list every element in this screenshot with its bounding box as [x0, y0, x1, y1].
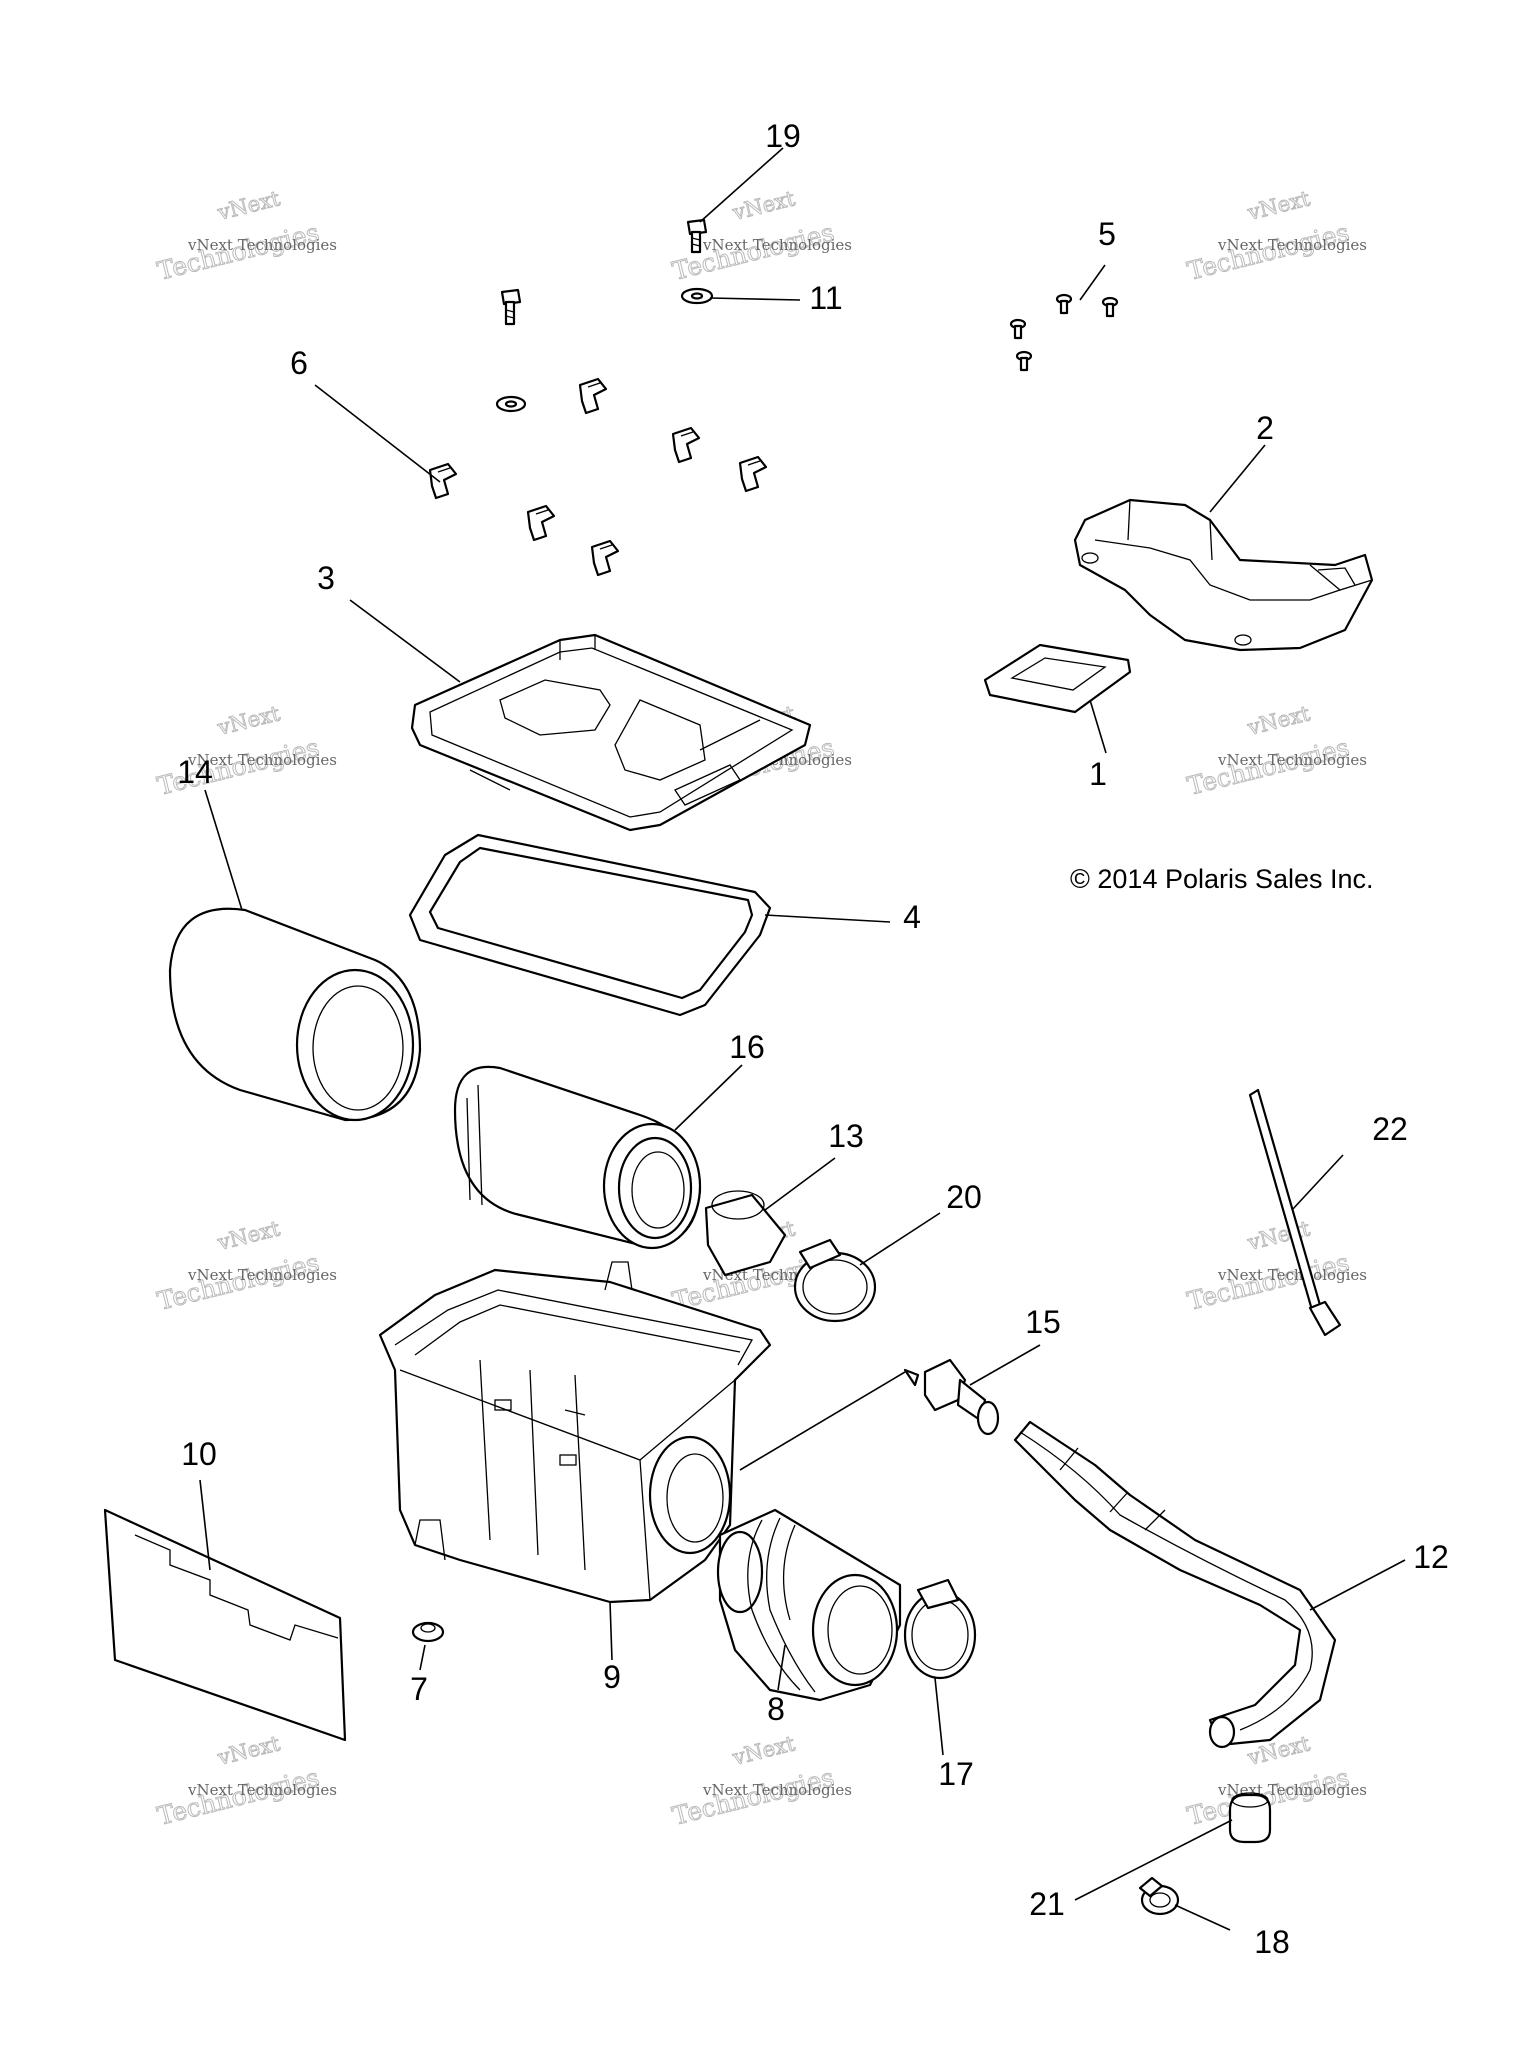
callout-13: 13 [828, 1118, 864, 1154]
part-11-washer [680, 287, 714, 305]
callout-5: 5 [1098, 216, 1116, 252]
svg-text:vNext Technologies: vNext Technologies [702, 236, 852, 254]
leader-7 [419, 1644, 426, 1671]
callout-7: 7 [410, 1671, 428, 1707]
leader-11 [709, 297, 801, 301]
leader-1 [1089, 699, 1107, 754]
part-3-airbox-lid [410, 633, 812, 832]
leader-22 [1291, 1154, 1344, 1211]
leader-5 [1079, 264, 1106, 301]
watermark: vNext Technologies vNext Technologies [154, 1731, 337, 1832]
callout-17: 17 [938, 1756, 974, 1792]
callout-15: 15 [1025, 1304, 1061, 1340]
leader-17 [934, 1677, 944, 1756]
callout-3: 3 [317, 560, 335, 596]
leader-3 [349, 599, 461, 683]
svg-text:vNext: vNext [1244, 186, 1312, 225]
leader-8 [777, 1644, 786, 1691]
watermark: vNext Technologies vNext Technologies [669, 1731, 852, 1832]
leader-14 [204, 789, 243, 911]
callout-20: 20 [946, 1179, 982, 1215]
part-12-drain-hose [1013, 1420, 1337, 1749]
part-8-intake-boot [716, 1508, 902, 1702]
part-9-airbox [378, 1261, 772, 1604]
callout-16: 16 [729, 1029, 765, 1065]
callout-8: 8 [767, 1691, 785, 1727]
copyright-text: © 2014 Polaris Sales Inc. [1070, 864, 1374, 894]
leader-10 [199, 1479, 211, 1571]
part-14-filter-sleeve [168, 907, 422, 1122]
leader-19 [699, 147, 784, 223]
part-10-panel [103, 1508, 347, 1742]
callout-4: 4 [903, 899, 921, 935]
callout-12: 12 [1413, 1539, 1449, 1575]
watermark: vNext Technologies vNext Technologies [154, 186, 337, 287]
svg-text:vNext: vNext [214, 701, 282, 740]
svg-text:vNext: vNext [729, 186, 797, 225]
part-19-screw [686, 218, 708, 254]
svg-text:vNext: vNext [214, 1731, 282, 1770]
svg-text:vNext: vNext [729, 1731, 797, 1770]
part-21-cap [1228, 1792, 1272, 1844]
part-7-drain-plug [411, 1621, 445, 1643]
leader-18 [1174, 1904, 1231, 1931]
callout-14: 14 [177, 754, 213, 790]
watermark: vNext Technologies vNext Technologies [1184, 186, 1367, 287]
svg-text:vNext Technologies: vNext Technologies [187, 751, 337, 769]
leader-12 [1309, 1559, 1406, 1611]
leader-9 [609, 1601, 613, 1661]
svg-text:vNext Technologies: vNext Technologies [187, 1781, 337, 1799]
svg-text:vNext: vNext [214, 1216, 282, 1255]
leader-16 [674, 1064, 743, 1131]
callout-2: 2 [1256, 410, 1274, 446]
part-20-hose-clamp [793, 1238, 877, 1323]
part-13-coupler [704, 1190, 787, 1277]
part-washer [495, 395, 527, 413]
part-screw [500, 288, 522, 326]
svg-text:vNext Technologies: vNext Technologies [1217, 751, 1367, 769]
part-17-clamp [903, 1578, 977, 1680]
svg-text:vNext Technologies: vNext Technologies [702, 1781, 852, 1799]
svg-text:vNext: vNext [1244, 701, 1312, 740]
part-4-seal [408, 833, 772, 1017]
leader-13 [764, 1157, 836, 1211]
callout-11: 11 [809, 280, 842, 316]
leader-2 [1209, 444, 1266, 513]
callout-18: 18 [1254, 1924, 1290, 1960]
svg-text:vNext Technologies: vNext Technologies [187, 236, 337, 254]
part-15-fitting [903, 1358, 1000, 1436]
leader-airbox-fitting [739, 1371, 906, 1471]
part-2-intake-duct [1073, 498, 1374, 652]
callout-6: 6 [290, 345, 308, 381]
callout-21: 21 [1029, 1886, 1065, 1922]
part-16-air-filter [453, 1065, 702, 1250]
leader-6 [314, 384, 441, 483]
leader-15 [969, 1344, 1041, 1386]
part-6-clips [428, 377, 768, 577]
leader-20 [859, 1212, 941, 1266]
callout-22: 22 [1372, 1111, 1408, 1147]
svg-text:vNext: vNext [214, 186, 282, 225]
part-5-screws [1009, 293, 1119, 372]
svg-text:vNext Technologies: vNext Technologies [187, 1266, 337, 1284]
leader-4 [764, 914, 891, 923]
svg-text:vNext Technologies: vNext Technologies [1217, 1266, 1367, 1284]
callout-19: 19 [765, 118, 801, 154]
callout-1: 1 [1089, 756, 1107, 792]
callout-labels: 19 11 5 6 2 3 1 14 4 16 13 20 22 15 10 1… [177, 118, 1449, 1960]
callout-10: 10 [181, 1436, 217, 1472]
watermark: vNext Technologies vNext Technologies [1184, 1731, 1367, 1832]
part-1-gasket [983, 643, 1132, 714]
part-18-small-clamp [1138, 1876, 1180, 1916]
watermark: vNext Technologies vNext Technologies [1184, 701, 1367, 802]
callout-9: 9 [603, 1659, 621, 1695]
part-22-rod [1248, 1088, 1342, 1337]
watermark: vNext Technologies vNext Technologies [1184, 1216, 1367, 1317]
leader-lines [199, 147, 1406, 1931]
leader-21 [1074, 1819, 1233, 1901]
watermark: vNext Technologies vNext Technologies [154, 1216, 337, 1317]
svg-text:vNext Technologies: vNext Technologies [1217, 236, 1367, 254]
